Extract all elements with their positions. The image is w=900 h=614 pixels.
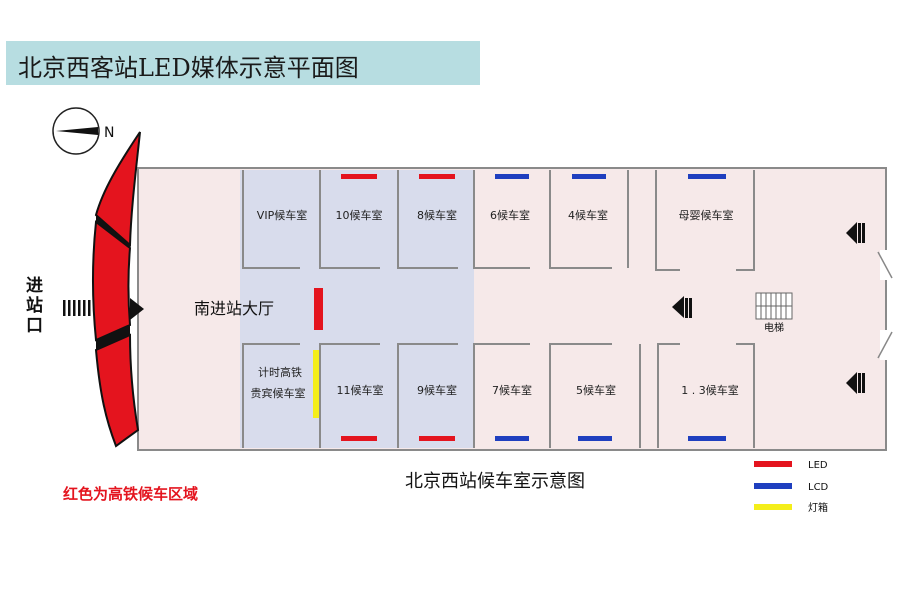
lcd-marker	[688, 174, 726, 179]
high-speed-note: 红色为高铁候车区域	[63, 485, 199, 503]
room-10: 10候车室	[336, 208, 383, 222]
room-maternal: 母婴候车室	[679, 208, 734, 222]
door-swing-bottom	[877, 331, 893, 359]
page-title: 北京西客站LED媒体示意平面图	[18, 54, 359, 82]
lcd-markers	[495, 174, 726, 441]
room-1-3: 1 . 3候车室	[681, 383, 739, 397]
room-4: 4候车室	[568, 208, 608, 222]
arrow-right-icon	[63, 298, 144, 320]
hall-label: 南进站大厅	[194, 299, 274, 318]
entrance-char-1: 进	[26, 276, 43, 296]
led-marker	[419, 436, 455, 441]
door-swing-top	[877, 251, 893, 279]
arrow-left-icon-bottom	[846, 372, 865, 394]
lcd-marker	[495, 174, 529, 179]
led-markers	[314, 174, 455, 441]
legend-swatch-led	[754, 461, 792, 467]
legend-label-lightbox: 灯箱	[808, 501, 828, 514]
led-marker	[341, 174, 377, 179]
room-hourly-label-2: 贵宾候车室	[251, 386, 306, 400]
room-8: 8候车室	[417, 208, 457, 222]
entrance-facade	[92, 131, 141, 448]
entrance-char-3: 口	[26, 316, 43, 336]
room-hourly-label-1: 计时高铁	[258, 365, 302, 379]
room-11: 11候车室	[337, 383, 384, 397]
arrow-left-icon-hall	[672, 296, 692, 318]
lightbox-marker	[313, 350, 319, 418]
entrance-label: 进 站 口	[26, 276, 48, 336]
room-5: 5候车室	[576, 383, 616, 397]
elevator-icon	[755, 292, 793, 320]
elevator-label: 电梯	[764, 321, 784, 334]
title-bar: 北京西客站LED媒体示意平面图	[6, 41, 480, 85]
room-6: 6候车室	[490, 208, 530, 222]
legend: LED LCD 灯箱	[754, 460, 829, 514]
led-marker-hall	[314, 288, 323, 330]
lcd-marker	[572, 174, 606, 179]
compass-icon: N	[52, 107, 114, 155]
lcd-marker	[578, 436, 612, 441]
led-marker	[341, 436, 377, 441]
top-room-walls	[242, 170, 755, 271]
legend-swatch-lcd	[754, 483, 792, 489]
room-vip: VIP候车室	[257, 208, 307, 222]
room-9: 9候车室	[417, 383, 457, 397]
entrance-char-2: 站	[26, 296, 43, 316]
legend-swatch-lightbox	[754, 504, 792, 510]
led-marker	[419, 174, 455, 179]
arrow-left-icon-top	[846, 222, 865, 244]
lcd-marker	[495, 436, 529, 441]
legend-label-lcd: LCD	[808, 482, 829, 493]
lcd-marker	[688, 436, 726, 441]
diagram-caption: 北京西站候车室示意图	[405, 471, 585, 492]
room-7: 7候车室	[492, 383, 532, 397]
legend-label-led: LED	[808, 460, 828, 471]
compass-north-label: N	[104, 125, 114, 141]
high-speed-zone	[240, 170, 474, 448]
bottom-room-walls	[242, 343, 755, 448]
